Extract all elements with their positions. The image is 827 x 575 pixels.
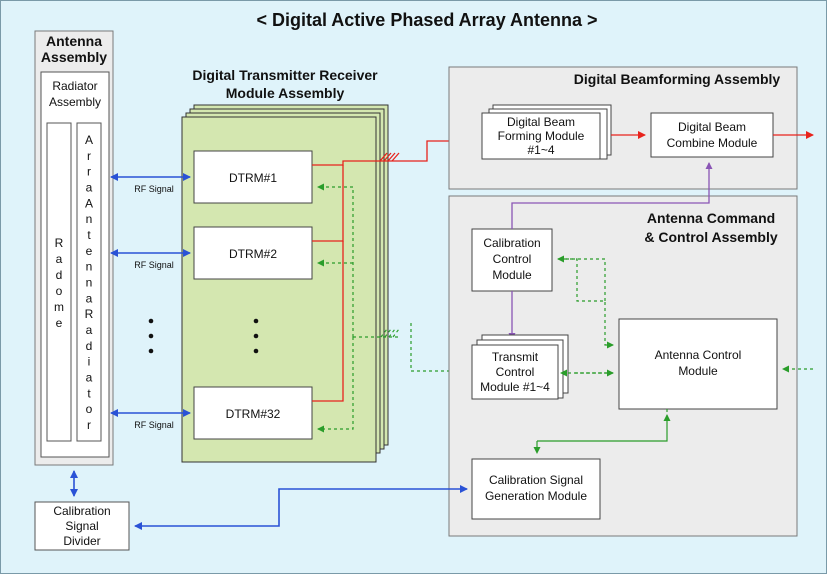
dtrm-1-label: DTRM#1	[229, 171, 277, 185]
array-radiator-letter: a	[86, 371, 93, 385]
radome-letter: m	[54, 300, 64, 314]
beam-combine-module	[650, 112, 774, 158]
radome-letter: a	[56, 252, 63, 266]
antenna-control-label-2: Module	[678, 364, 718, 378]
array-radiator-letter: n	[86, 212, 93, 226]
array-radiator-letter: r	[87, 149, 91, 163]
radiator-assembly-label-1: Radiator	[52, 79, 97, 93]
beam-forming-label-3: #1~4	[527, 143, 554, 157]
beam-combine-label-2: Combine Module	[667, 136, 758, 150]
rf-signal-label-3: RF Signal	[134, 420, 174, 430]
array-radiator-letter: a	[86, 323, 93, 337]
transmit-label-3: Module #1~4	[480, 380, 550, 394]
csd-label-3: Divider	[63, 534, 100, 548]
array-radiator-letter: d	[86, 339, 93, 353]
calibration-signal-generation-module	[471, 458, 601, 520]
transmit-label-2: Control	[496, 365, 535, 379]
array-radiator-letter: A	[85, 133, 93, 147]
dtrm-2	[193, 226, 313, 280]
array-radiator-letter: A	[85, 196, 93, 210]
array-radiator-letter: a	[86, 181, 93, 195]
beamforming-assembly-label: Digital Beamforming Assembly	[574, 71, 781, 87]
cal-gen-label-2: Generation Module	[485, 489, 587, 503]
beam-forming-label-1: Digital Beam	[507, 115, 575, 129]
beam-forming-module	[481, 112, 601, 160]
antenna-assembly-label-2: Assembly	[41, 49, 107, 65]
array-radiator-letter: n	[86, 276, 93, 290]
dtrm-assembly-label-2: Module Assembly	[226, 85, 345, 101]
dtrm-assembly-label-1: Digital Transmitter Receiver	[192, 67, 378, 83]
dtrm-1	[193, 150, 313, 204]
radome-letter: o	[56, 284, 63, 298]
array-radiator-letter: t	[87, 386, 91, 400]
array-radiator-letter: o	[86, 402, 93, 416]
radome-letter: R	[55, 236, 64, 250]
command-control-links	[533, 255, 813, 454]
beam-forming-label-2: Forming Module	[498, 129, 585, 143]
rf-signal-label-2: RF Signal	[134, 260, 174, 270]
csd-label-2: Signal	[65, 519, 98, 533]
cal-control-to-combine	[511, 162, 713, 229]
ellipsis-dots-dtrm	[253, 318, 259, 354]
radome-letter: d	[56, 268, 63, 282]
ellipsis-dots-left	[148, 318, 154, 354]
beam-combine-label-1: Digital Beam	[678, 120, 746, 134]
array-radiator-letter: r	[87, 165, 91, 179]
rf-signal-label-1: RF Signal	[134, 184, 174, 194]
transmit-control-module	[471, 344, 559, 400]
diagram-title: < Digital Active Phased Array Antenna >	[256, 10, 597, 30]
antenna-control-module	[618, 318, 778, 410]
array-radiator-letter: e	[86, 244, 93, 258]
antenna-assembly-label-1: Antenna	[46, 33, 102, 49]
radome-letter: e	[56, 316, 63, 330]
cal-gen-label-1: Calibration Signal	[489, 473, 583, 487]
array-radiator-letter: t	[87, 228, 91, 242]
array-antenna-radiator	[76, 122, 102, 442]
transmit-label-1: Transmit	[492, 350, 539, 364]
cal-control-label-3: Module	[492, 268, 532, 282]
radiator-assembly-label-2: Assembly	[49, 95, 101, 109]
command-control-label-2: & Control Assembly	[644, 229, 777, 245]
dtrm-control-bus	[317, 183, 468, 433]
dtrm-2-label: DTRM#2	[229, 247, 277, 261]
array-radiator-letter: i	[88, 355, 91, 369]
dtrm-32	[193, 386, 313, 440]
cal-control-label-2: Control	[493, 252, 532, 266]
csd-label-1: Calibration	[53, 504, 110, 518]
radome	[46, 122, 72, 442]
array-radiator-letter: R	[85, 307, 94, 321]
calibration-signal-divider	[34, 501, 130, 551]
antenna-control-label-1: Antenna Control	[655, 348, 742, 362]
command-control-label-1: Antenna Command	[647, 210, 775, 226]
cal-gen-to-divider	[134, 485, 468, 530]
cal-control-label-1: Calibration	[483, 236, 540, 250]
dtrm-32-label: DTRM#32	[226, 407, 281, 421]
array-radiator-letter: r	[87, 418, 91, 432]
array-radiator-letter: n	[86, 260, 93, 274]
array-radiator-letter: a	[86, 291, 93, 305]
